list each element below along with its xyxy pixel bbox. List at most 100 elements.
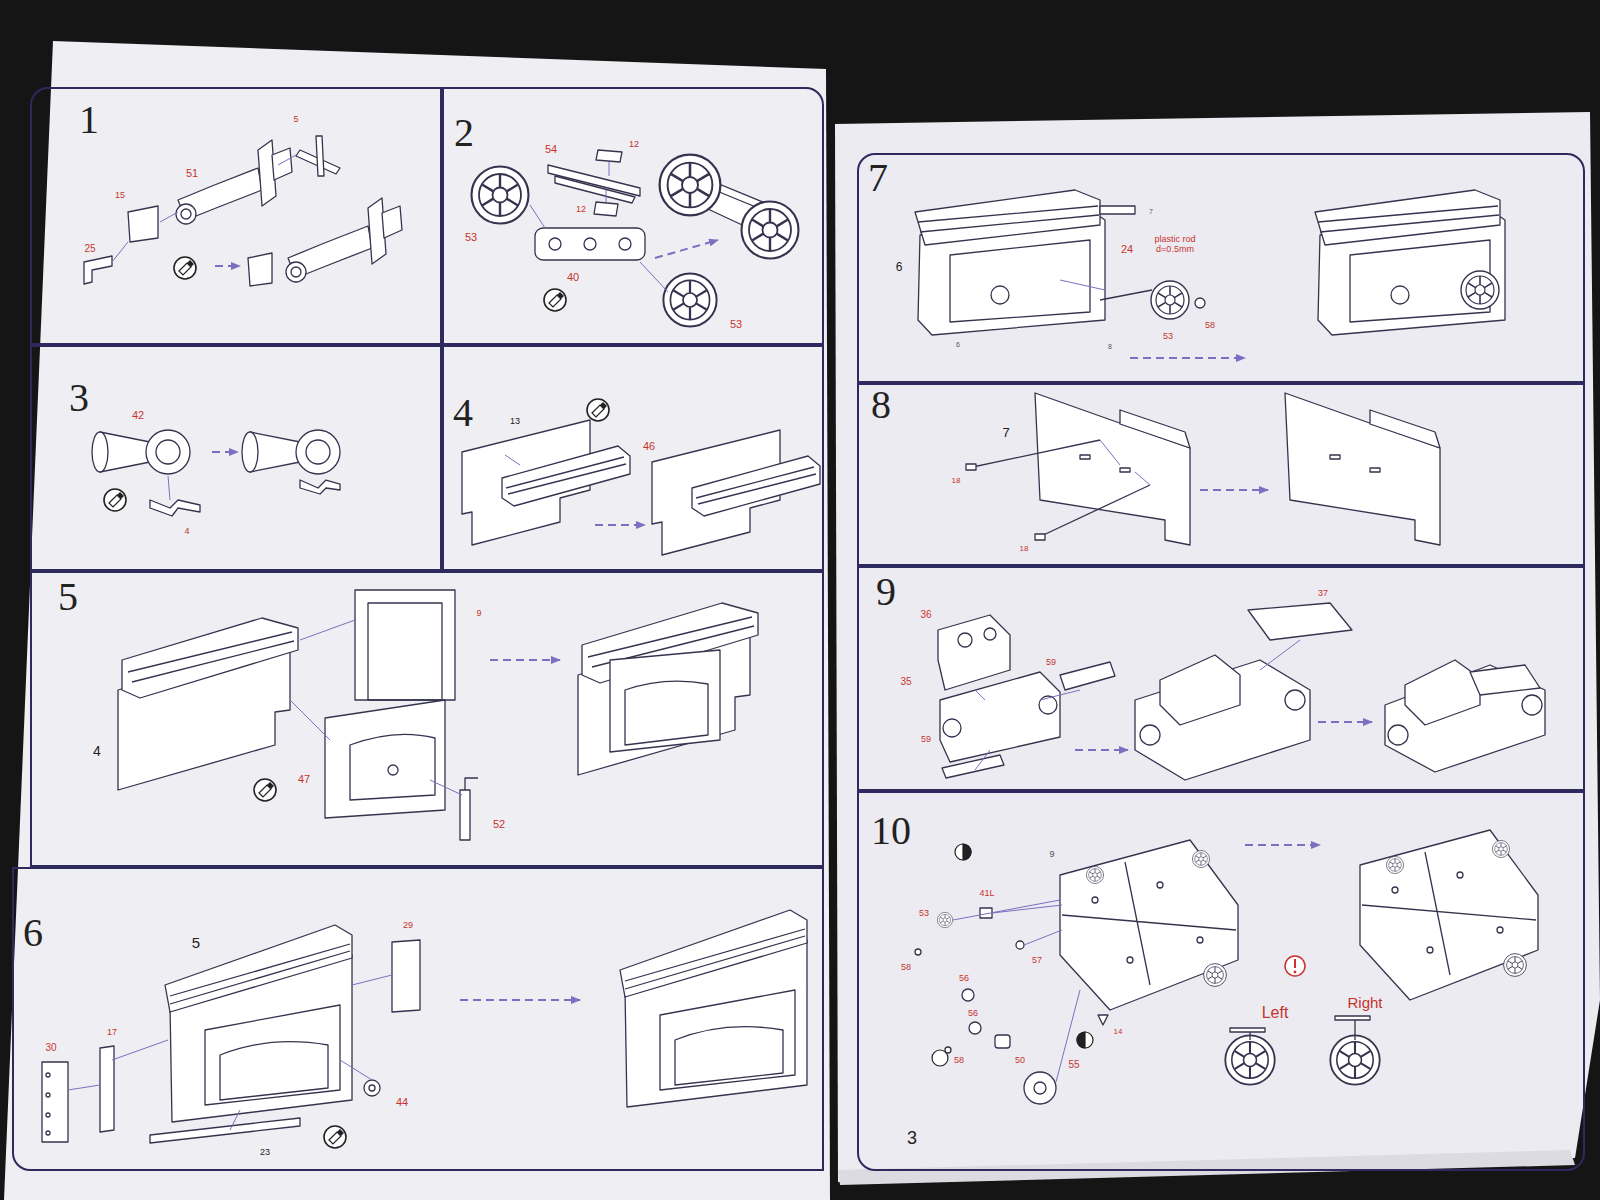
illustration-part [1060, 840, 1238, 1010]
illustration-part [742, 202, 799, 259]
illustration-part [104, 489, 126, 511]
illustration-part [625, 681, 708, 745]
callout-number: 53 [465, 231, 477, 243]
callout-number: 57 [1032, 956, 1042, 966]
illustration-part [286, 198, 402, 282]
illustration-part [932, 844, 1093, 1066]
illustration-part [128, 206, 158, 242]
callout-number: 59 [921, 735, 931, 745]
illustration-part [392, 940, 420, 1012]
illustration-part [84, 256, 112, 284]
callout-number: 24 [1121, 243, 1133, 255]
callout-holder: 5 [192, 935, 200, 952]
step-panel: 9 [857, 566, 1585, 791]
callout-number: 54 [545, 143, 557, 155]
illustration-part [1075, 749, 1128, 751]
callout-holder: 6 [956, 341, 960, 349]
illustration-part [174, 257, 196, 279]
callout-holder: 56 [968, 1009, 978, 1019]
illustration-part [535, 228, 645, 260]
illustration-part [660, 155, 721, 216]
illustration-part [46, 1131, 50, 1135]
callout-number: 7 [1002, 426, 1009, 440]
callout-holder: 47 [298, 773, 310, 785]
callout-number: 15 [115, 191, 125, 201]
illustration-part [942, 755, 1004, 778]
callout-holder: 18 [952, 477, 961, 486]
illustration-part [92, 432, 108, 472]
illustration-part [181, 209, 191, 219]
callout-number: 44 [396, 1096, 408, 1108]
callout-holder: 12 [576, 205, 586, 215]
callout-number: 40 [567, 271, 579, 283]
illustration-part [1204, 964, 1227, 987]
illustration-part [150, 1118, 300, 1143]
illustration-part [1024, 1072, 1056, 1104]
illustration-part [42, 136, 1545, 1143]
callout-holder: 53 [465, 231, 477, 243]
illustration-part [1080, 455, 1090, 459]
callout-holder: 4 [93, 744, 101, 759]
illustration-part [1225, 1035, 1274, 1084]
illustration-part [290, 620, 462, 795]
callout-number: 36 [920, 609, 931, 620]
illustration-part [1192, 850, 1209, 867]
step-panel: 8 [857, 383, 1585, 566]
callout-number: 47 [298, 773, 310, 785]
illustration-part [915, 190, 1105, 335]
illustration-part [594, 202, 618, 216]
illustration-part [156, 440, 180, 464]
illustration-part [355, 590, 455, 700]
callout-holder: 13 [510, 417, 520, 427]
illustration-part [835, 112, 1600, 1182]
callout-number: 6 [956, 341, 960, 349]
illustration-part [968, 440, 1150, 538]
illustration-part [1127, 957, 1133, 963]
illustration-part [205, 1005, 340, 1105]
illustration-part [1461, 271, 1499, 309]
illustration-part [544, 289, 566, 311]
illustration-part [1157, 882, 1163, 888]
illustration-part [620, 910, 807, 1107]
illustration-part [1098, 1015, 1108, 1025]
illustration-part [1360, 830, 1538, 1000]
illustration-part [1248, 603, 1352, 640]
callout-holder: Right [1347, 995, 1382, 1012]
callout-number: 4 [93, 744, 101, 759]
callout-number: 50 [1015, 1056, 1025, 1066]
callout-number: 5 [192, 935, 200, 952]
illustration-part [490, 659, 560, 661]
illustration-part [68, 975, 392, 1130]
callout-holder: 30 [45, 1042, 56, 1053]
callout-holder: 5 [293, 115, 298, 125]
callout-number: 30 [45, 1042, 56, 1053]
callout-holder: 50 [1015, 1056, 1025, 1066]
illustration-part [176, 140, 292, 224]
callout-holder: 54 [545, 143, 557, 155]
callout-holder: 35 [900, 676, 911, 687]
illustration-part [1522, 695, 1542, 715]
callout-holder: 23 [260, 1148, 270, 1158]
callout-holder: 59 [921, 735, 931, 745]
illustration-part [242, 430, 340, 474]
callout-holder: 58 [954, 1056, 964, 1066]
illustration-part [505, 455, 520, 465]
illustration-part [584, 238, 596, 250]
illustration-part [955, 844, 971, 860]
illustration-part [1086, 866, 1103, 883]
illustration-part [1405, 660, 1480, 725]
callout-holder: 58 [901, 963, 911, 973]
callout-number: 18 [952, 477, 961, 486]
illustration-part [950, 240, 1090, 322]
illustration-part [1388, 725, 1408, 745]
illustration-part [610, 650, 720, 752]
callout-holder: 42 [132, 409, 144, 421]
illustration-part [350, 734, 435, 800]
illustration-part [953, 900, 1080, 1082]
illustration-part [1035, 393, 1190, 545]
step-number: 2 [454, 113, 474, 153]
callout-number: 3 [907, 1129, 917, 1149]
callout-holder: Left [1262, 1004, 1289, 1022]
illustration-part [1470, 665, 1540, 695]
